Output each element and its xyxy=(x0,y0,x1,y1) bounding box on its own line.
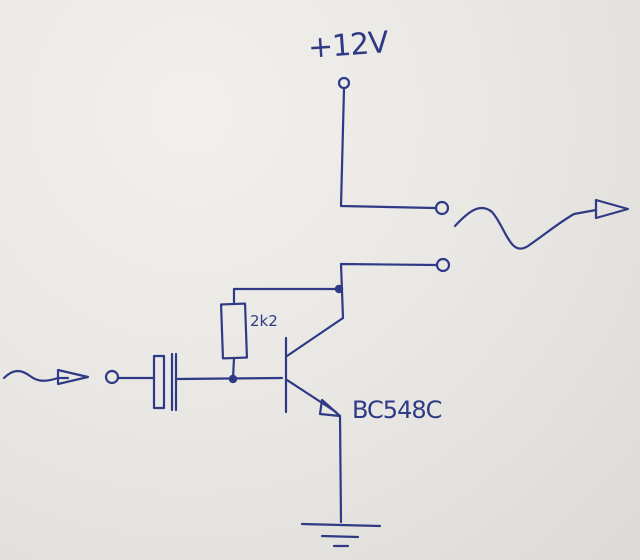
ground-line-1 xyxy=(300,522,382,528)
supply-voltage-label: +12V xyxy=(306,25,389,66)
output-arrow-icon xyxy=(594,198,630,220)
emitter-arrow-icon xyxy=(318,398,342,418)
relay-contact-bottom xyxy=(435,257,451,273)
input-wave xyxy=(2,369,70,382)
collector-wire xyxy=(339,262,438,320)
resistor-value-label: 2k2 xyxy=(250,312,278,330)
capacitor-plate-left xyxy=(152,354,166,410)
transistor-collector-leg xyxy=(285,316,345,358)
supply-wire xyxy=(339,87,437,210)
relay-contact-top xyxy=(434,200,450,216)
supply-terminal xyxy=(337,76,351,90)
resistor-2k2 xyxy=(219,302,249,360)
feedback-wire xyxy=(232,287,341,306)
output-wave xyxy=(453,206,598,250)
collector-junction-dot xyxy=(334,284,344,294)
ground-line-2 xyxy=(320,534,360,539)
base-wire xyxy=(174,376,284,381)
input-terminal xyxy=(104,369,120,385)
input-arrow-icon xyxy=(56,368,90,386)
transistor-part-label: BC548C xyxy=(352,396,442,424)
emitter-wire xyxy=(338,414,343,524)
transistor-emitter-leg xyxy=(285,378,338,414)
